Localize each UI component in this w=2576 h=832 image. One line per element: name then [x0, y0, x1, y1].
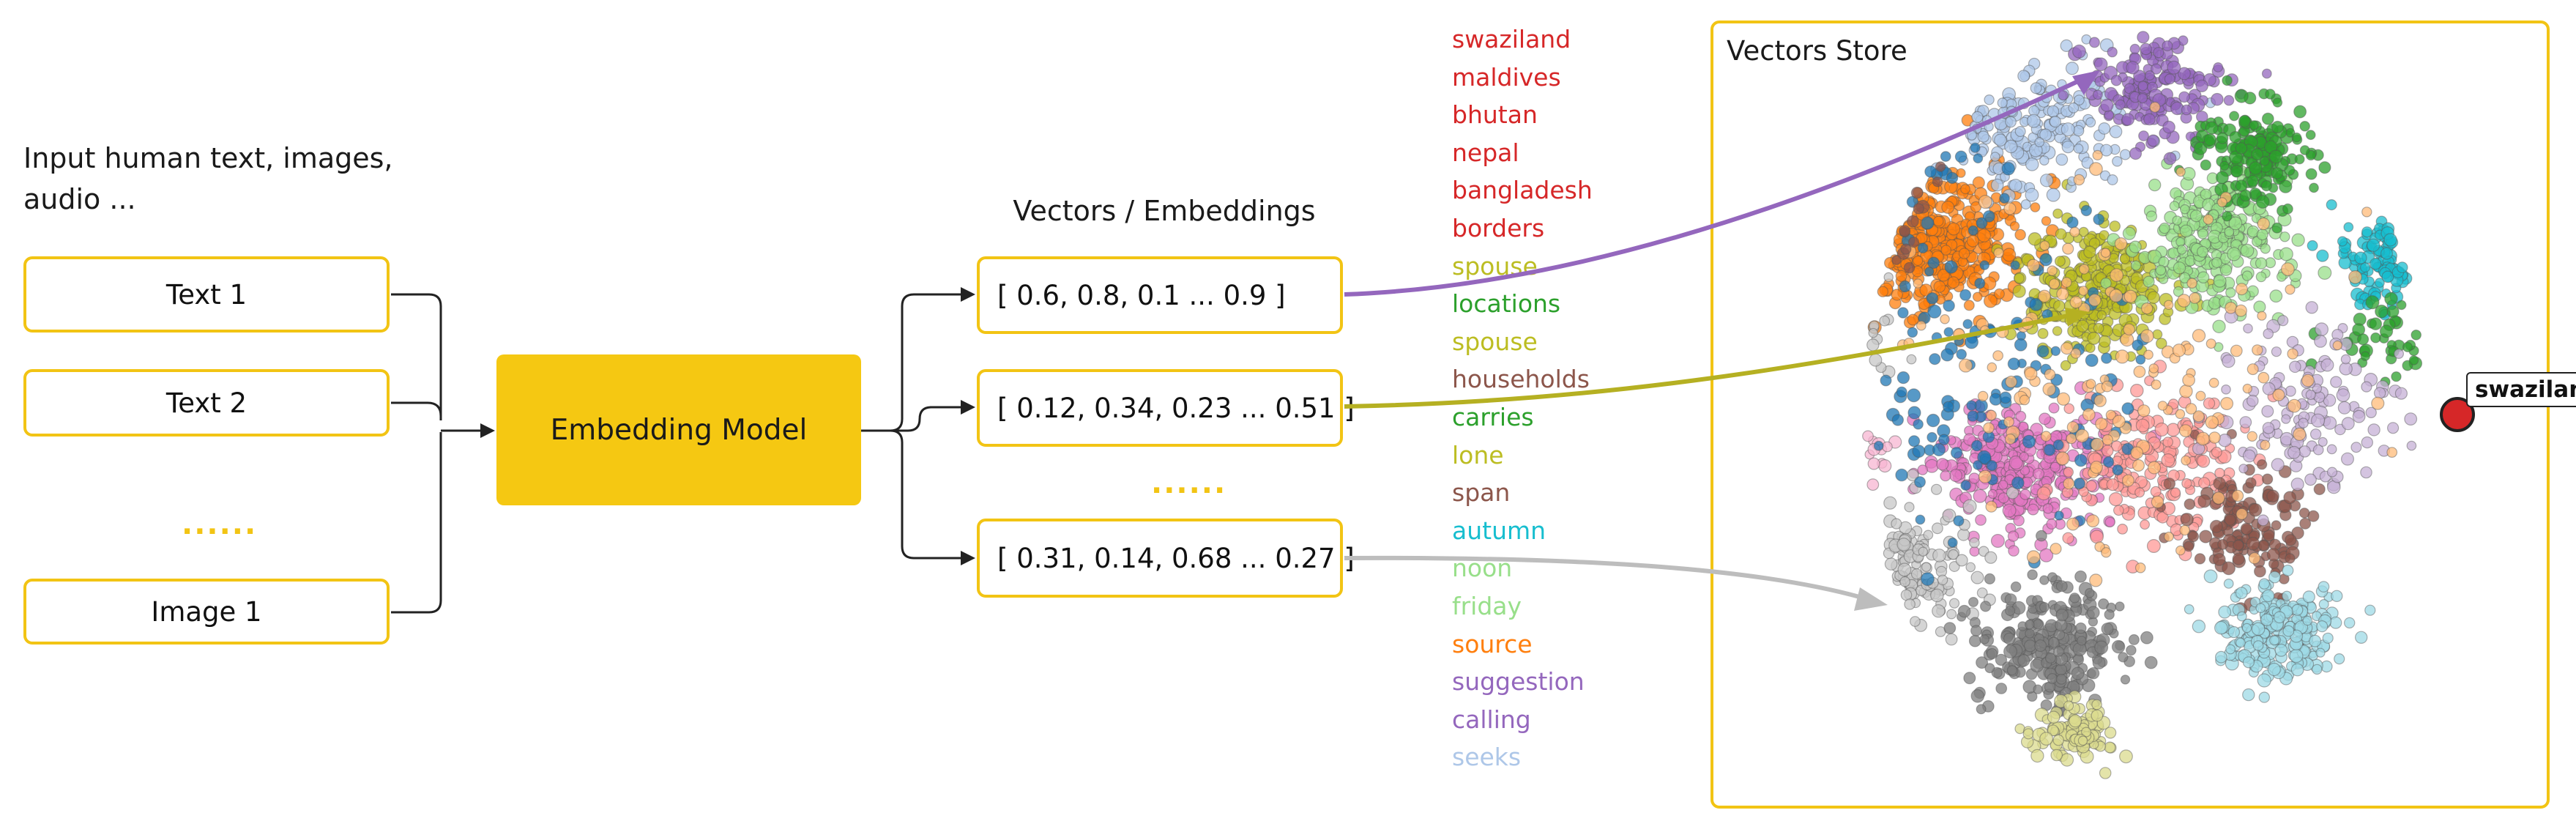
- input-box-text-2: Text 2: [23, 369, 390, 437]
- vector-box-1: [ 0.6, 0.8, 0.1 ... 0.9 ]: [977, 256, 1343, 334]
- model-arrow: [441, 423, 495, 438]
- word-item: locations: [1452, 289, 1561, 319]
- input-label: Text 1: [165, 278, 247, 311]
- word-item: swaziland: [1452, 25, 1571, 53]
- word-item: maldives: [1452, 62, 1561, 92]
- arrowhead-icon: [1854, 587, 1888, 611]
- word-list: swaziland maldives bhutan nepal banglade…: [1452, 21, 1593, 776]
- word-item: households: [1452, 365, 1590, 394]
- arrowhead-icon: [2065, 308, 2090, 327]
- vector-box-2: [ 0.12, 0.34, 0.23 ... 0.51 ]: [977, 369, 1355, 447]
- word-item: lone: [1452, 440, 1504, 469]
- vector-values: [ 0.6, 0.8, 0.1 ... 0.9 ]: [997, 279, 1286, 311]
- vector-values: [ 0.12, 0.34, 0.23 ... 0.51 ]: [997, 392, 1355, 424]
- mapping-arrows: [1344, 78, 2081, 601]
- embedding-scatter: [1862, 31, 2423, 779]
- arrowhead-icon: [2072, 70, 2100, 95]
- vectors-title: Vectors / Embeddings: [1013, 195, 1316, 227]
- input-title: Input human text, images, audio ...: [23, 142, 393, 215]
- word-item: spouse: [1452, 327, 1538, 356]
- input-box-image-1: Image 1: [23, 579, 390, 645]
- mapping-arrow-gray: [1344, 555, 1868, 601]
- arrowhead-icon: [480, 423, 495, 438]
- arrowhead-icon: [961, 287, 975, 302]
- highlighted-point: [2440, 397, 2475, 432]
- embedding-model-label: Embedding Model: [550, 413, 808, 447]
- word-item: borders: [1452, 213, 1545, 242]
- arrowhead-icon: [961, 551, 975, 565]
- highlight-callout: swaziland: [2466, 372, 2576, 407]
- output-connectors: [861, 293, 964, 560]
- word-item: seeks: [1452, 743, 1522, 772]
- input-label: Image 1: [151, 595, 262, 628]
- word-item: nepal: [1452, 138, 1519, 167]
- word-item: bhutan: [1452, 100, 1538, 130]
- input-box-text-1: Text 1: [23, 256, 390, 333]
- connector-vector-1: [861, 293, 964, 432]
- arrowhead-icon: [961, 400, 975, 415]
- word-item: carries: [1452, 402, 1534, 431]
- mapping-arrow-olive: [1344, 313, 2073, 409]
- input-connectors: [391, 293, 442, 614]
- connector-text-1: [391, 293, 442, 420]
- connector-vector-3: [861, 429, 964, 560]
- vector-values: [ 0.31, 0.14, 0.68 ... 0.27 ]: [997, 542, 1355, 574]
- word-item: calling: [1452, 705, 1531, 734]
- word-item: source: [1452, 629, 1533, 658]
- connector-text-2: [391, 401, 442, 417]
- word-item: bangladesh: [1452, 176, 1593, 205]
- input-label: Text 2: [165, 387, 247, 419]
- connector-vector-2: [861, 406, 964, 432]
- vector-box-3: [ 0.31, 0.14, 0.68 ... 0.27 ]: [977, 519, 1355, 598]
- word-item: suggestion: [1452, 667, 1585, 697]
- word-item: friday: [1452, 591, 1522, 620]
- vector-store-title: Vectors Store: [1727, 35, 1907, 67]
- embedding-model-box: Embedding Model: [496, 354, 861, 505]
- mapping-arrow-purple: [1344, 78, 2081, 297]
- word-item: autumn: [1452, 516, 1546, 545]
- vector-store-box: [1710, 21, 2550, 809]
- connector-image-1: [391, 432, 442, 614]
- word-item: span: [1452, 478, 1511, 508]
